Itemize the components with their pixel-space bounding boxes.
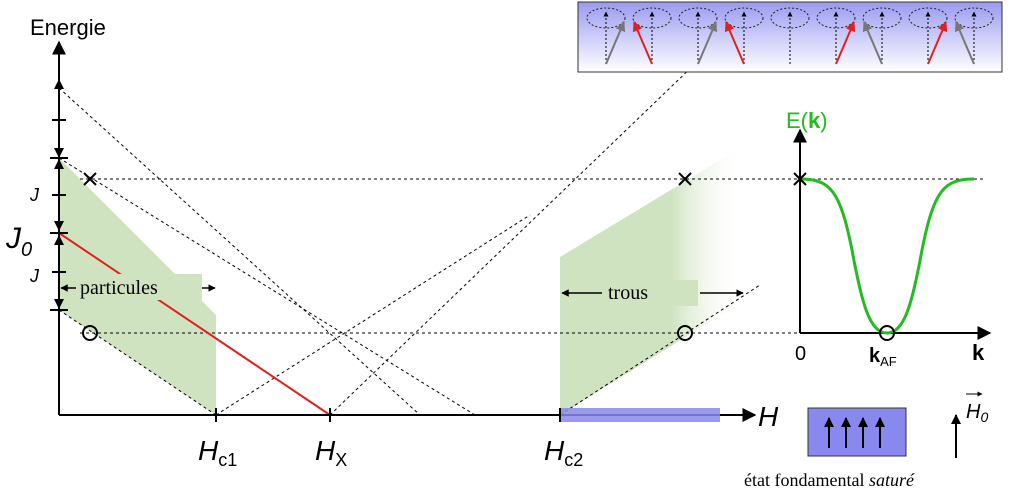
state-markers (82, 172, 693, 341)
spin-wave-inset (577, 1, 1003, 73)
holes-label: trous (608, 282, 648, 304)
red-energy-line (58, 232, 331, 416)
field-h0-label: H0 (966, 401, 988, 425)
energy-scale-arrows (50, 79, 68, 311)
spin-arrow (835, 21, 856, 65)
region-width-arrows (60, 284, 744, 297)
field-axis-label: H (758, 401, 779, 432)
spin-arrow (954, 21, 975, 65)
spin-arrow (632, 21, 653, 65)
precession-ellipse (724, 7, 764, 29)
critical-field-hc1: Hc1 (198, 435, 237, 470)
circle-marker (677, 325, 693, 341)
coupling-label-j0: J0 (5, 222, 32, 261)
dispersion-inset: E(k) 0 kAF k (786, 108, 992, 369)
precession-ellipse (770, 7, 810, 29)
dispersion-max-cross (793, 172, 807, 186)
dispersion-title: E(k) (786, 108, 828, 133)
energy-axis-label: Energie (30, 15, 106, 40)
coupling-label-j-upper: J (29, 185, 40, 205)
spin-arrow (697, 21, 718, 65)
precession-ellipse (954, 7, 994, 29)
dispersion-k-axis-label: k (972, 340, 985, 365)
saturated-band (560, 408, 720, 422)
field-axis-ticks (215, 408, 561, 422)
field-direction-indicator: H0 (951, 391, 988, 458)
critical-field-hc2: Hc2 (544, 435, 583, 470)
precession-ellipse (678, 7, 718, 29)
cross-marker (678, 172, 692, 186)
coupling-label-j-lower: J (29, 266, 40, 286)
particles-label: particules (80, 277, 158, 299)
particles-label-bg (78, 274, 202, 300)
spin-arrow (862, 21, 883, 65)
spin-arrow (927, 21, 948, 65)
precession-ellipse (816, 7, 856, 29)
spin-arrow (724, 21, 745, 65)
dispersion-curve (799, 177, 975, 335)
circle-marker (82, 325, 98, 341)
saturated-state-icon (807, 407, 907, 457)
dispersion-min-circle (879, 325, 895, 341)
precession-ellipse (908, 7, 948, 29)
saturated-caption: état fondamental saturé (744, 470, 915, 490)
critical-field-hx: HX (315, 435, 347, 470)
precession-ellipse (632, 7, 672, 29)
holes-label-bg (604, 280, 698, 306)
dispersion-kaf-label: kAF (869, 345, 897, 369)
cross-marker (83, 172, 97, 186)
spin-arrow (605, 21, 626, 65)
precession-ellipse (586, 7, 626, 29)
precession-ellipse (862, 7, 902, 29)
dispersion-origin-label: 0 (795, 343, 806, 365)
